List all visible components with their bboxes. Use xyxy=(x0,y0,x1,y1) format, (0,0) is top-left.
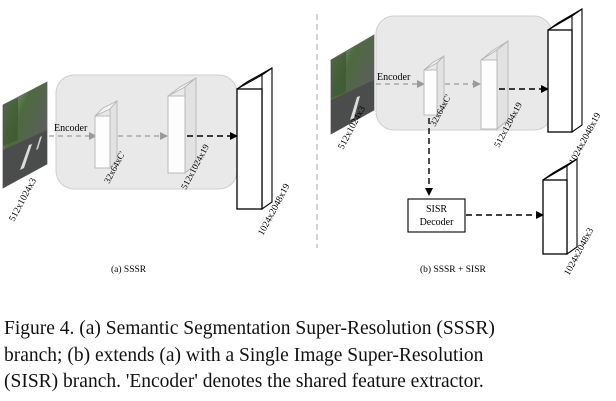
caption-line-3: (SISR) branch. 'Encoder' denotes the sha… xyxy=(4,371,484,392)
panel-a-caption: (a) SSSR xyxy=(111,264,147,275)
figure-diagram: 512x1024x3 Encoder 32x64xC' 512x1024x19 xyxy=(2,7,604,277)
input-size-label: 512x1024x3 xyxy=(8,177,39,224)
decoder-label-line2: Decoder xyxy=(420,217,455,228)
output-top-block xyxy=(547,7,583,134)
mid-block xyxy=(167,77,197,174)
caption-line-1: Figure 4. (a) Semantic Segmentation Supe… xyxy=(4,318,495,339)
feature-block-b xyxy=(423,54,445,117)
caption-line-2: branch; (b) extends (a) with a Single Im… xyxy=(4,344,484,366)
mid-block-b xyxy=(480,40,509,130)
encoder-label: Encoder xyxy=(54,123,88,134)
encoder-label-b: Encoder xyxy=(377,72,411,83)
input-image xyxy=(2,81,48,189)
panel-b-caption: (b) SSSR + SISR xyxy=(420,264,486,275)
output-bottom-block xyxy=(542,157,578,256)
output-block xyxy=(236,66,273,211)
panel-b: 512x1024x3 Encoder 32x64xC' 512x1204x19 … xyxy=(330,7,604,277)
panel-a: 512x1024x3 Encoder 32x64xC' 512x1024x19 xyxy=(2,66,293,275)
decoder-label-line1: SISR xyxy=(426,204,447,215)
figure-caption: Figure 4. (a) Semantic Segmentation Supe… xyxy=(4,316,610,396)
sisr-decoder-box xyxy=(407,198,466,233)
feature-block xyxy=(94,99,118,170)
input-image-b xyxy=(330,34,375,135)
